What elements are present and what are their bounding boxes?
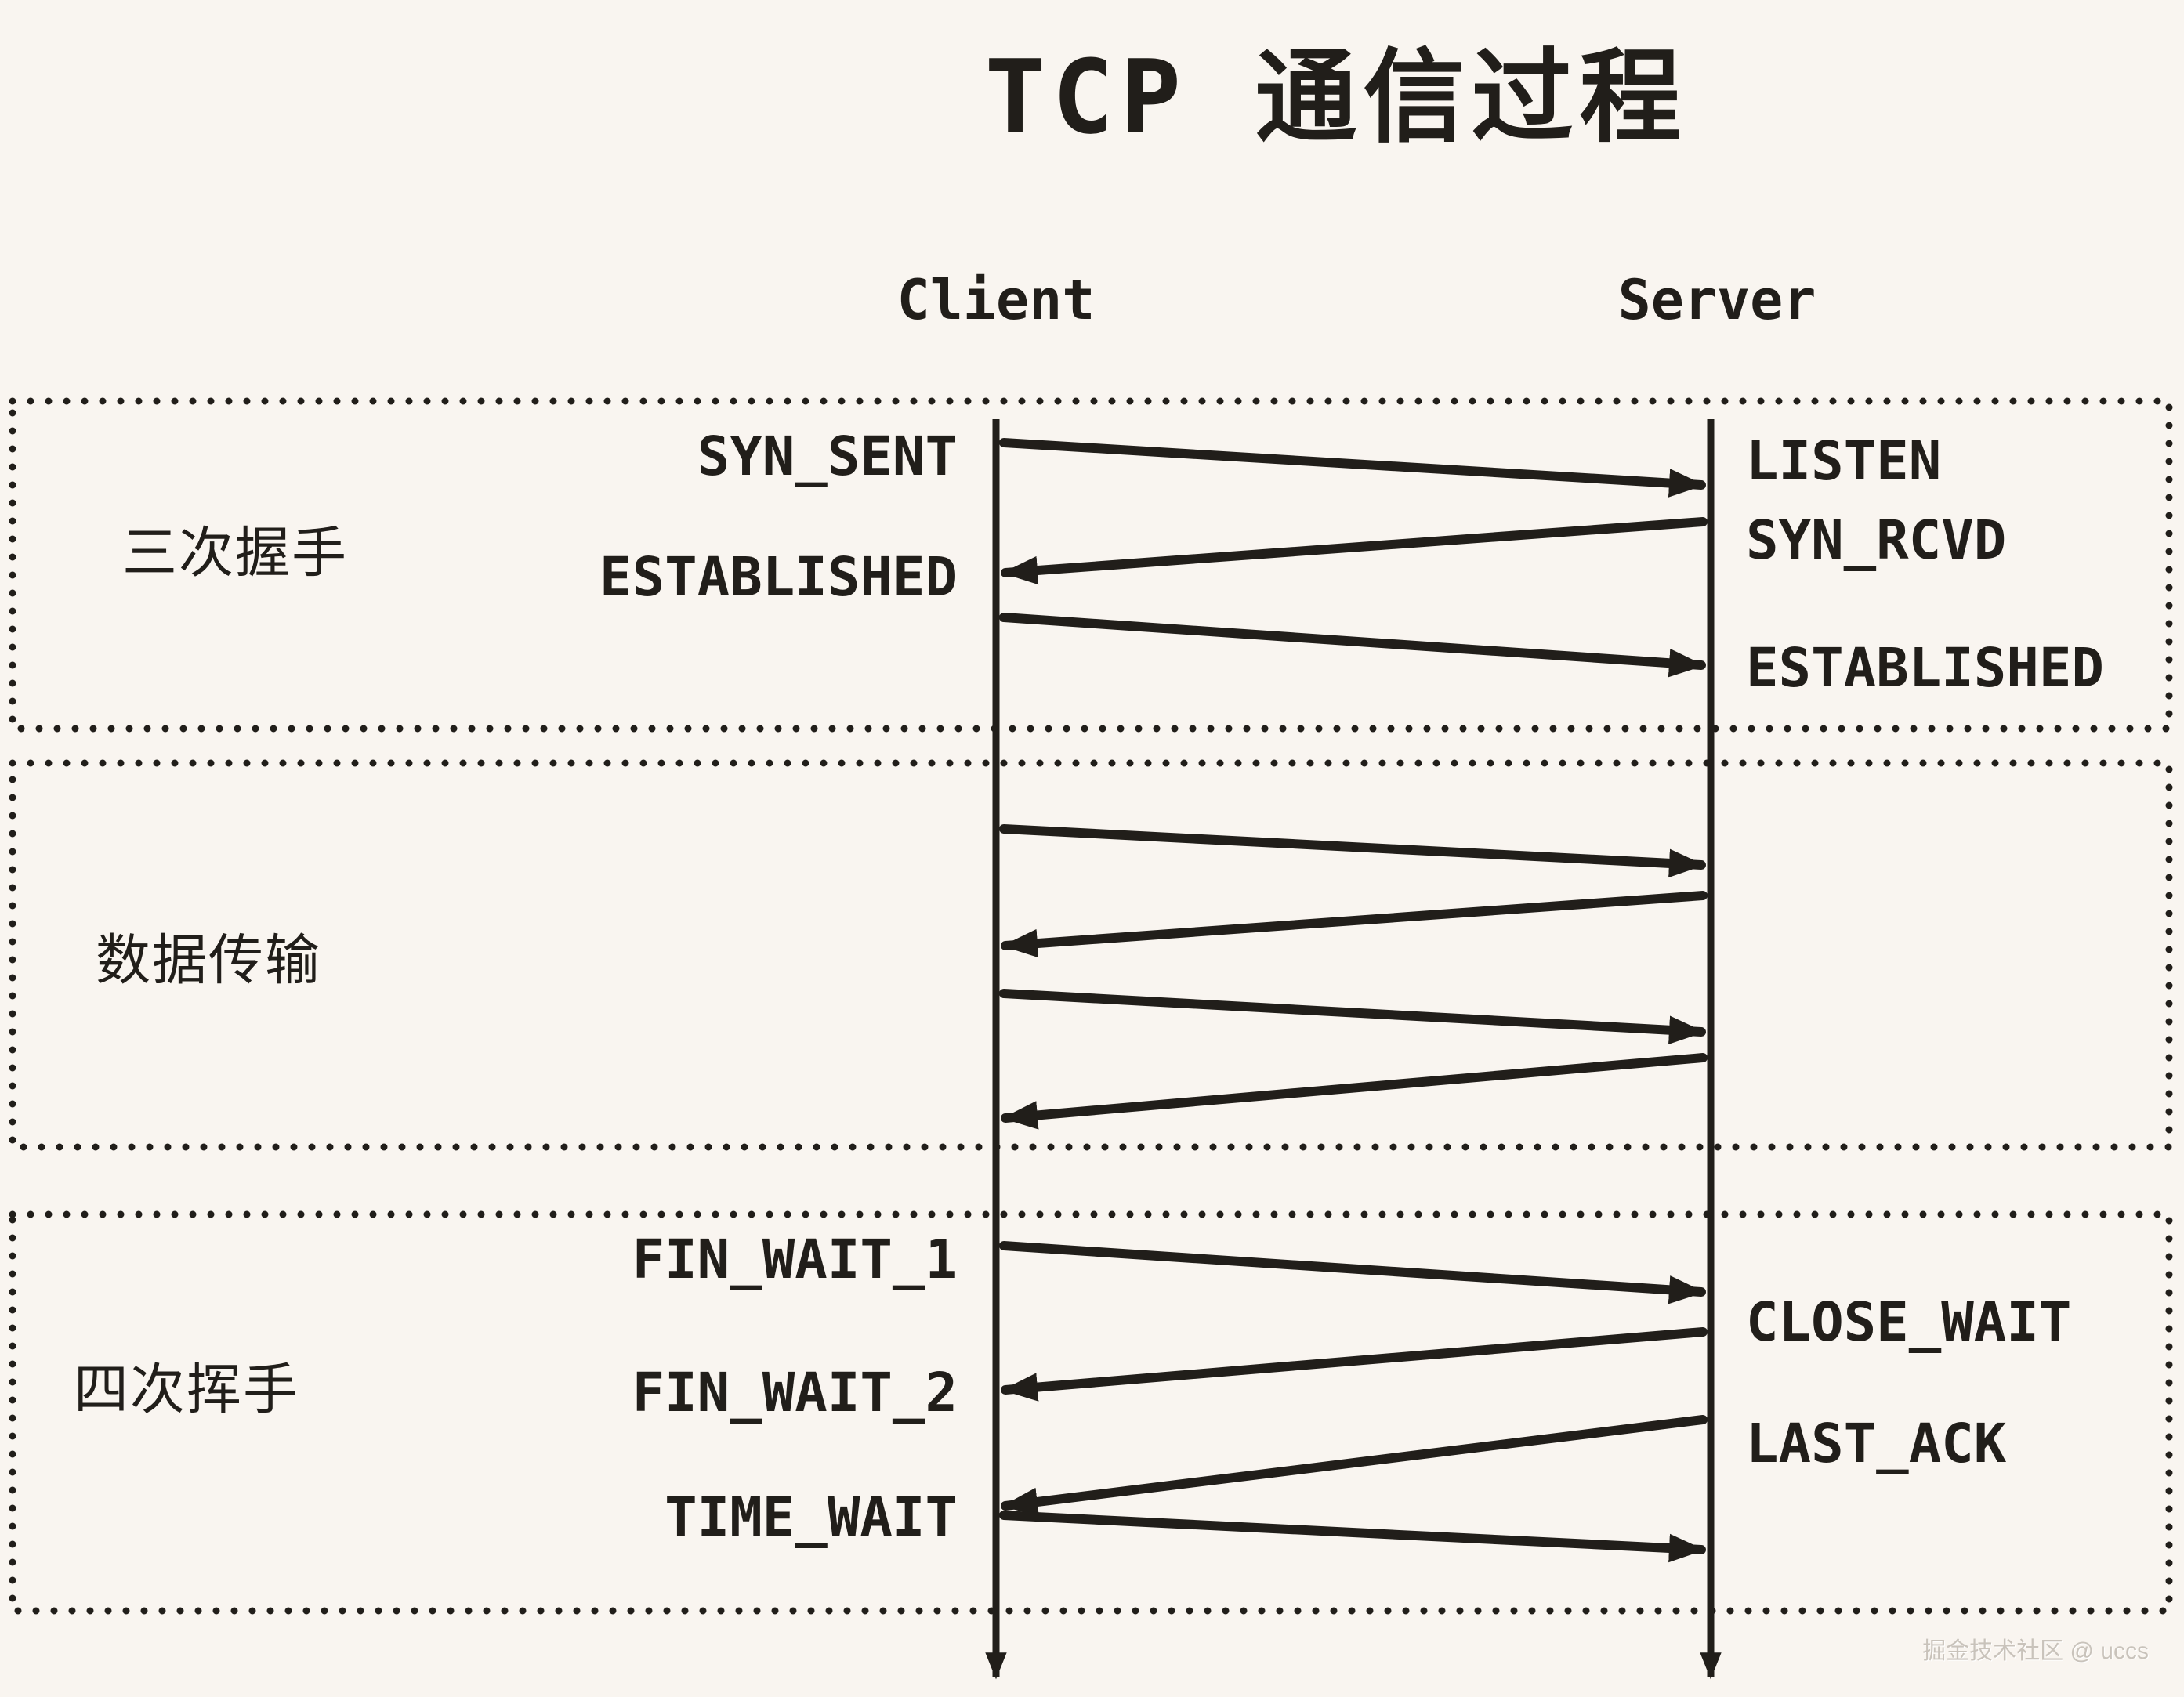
message-arrow-1-client-to-server — [999, 438, 1706, 498]
message-arrow-10-server-to-client — [1001, 1415, 1708, 1517]
message-arrow-6-client-to-server — [999, 989, 1706, 1044]
server-state-close-wait: CLOSE_WAIT — [1746, 1291, 2072, 1354]
client-column-header: Client — [896, 268, 1096, 332]
server-state-listen: LISTEN — [1746, 430, 1942, 493]
client-state-fin-wait-1: FIN_WAIT_1 — [632, 1228, 958, 1291]
lifelines-layer — [985, 419, 1722, 1680]
message-arrow-4-client-to-server — [999, 824, 1706, 878]
section-label-four-way-handshake: 四次挥手 — [74, 1359, 299, 1420]
message-arrow-2-server-to-client — [1001, 517, 1708, 585]
watermark: 掘金技术社区 @ uccs — [1922, 1638, 2149, 1664]
client-state-established: ESTABLISHED — [599, 546, 958, 609]
client-state-syn-sent: SYN_SENT — [697, 425, 958, 488]
section-boxes-layer — [9, 397, 2173, 1615]
client-state-fin-wait-2: FIN_WAIT_2 — [632, 1362, 958, 1424]
server-state-syn-rcvd: SYN_RCVD — [1746, 509, 2007, 572]
message-arrow-7-server-to-client — [1001, 1053, 1708, 1130]
server-state-established: ESTABLISHED — [1746, 637, 2104, 700]
section-label-three-way-handshake: 三次握手 — [122, 522, 348, 584]
message-arrow-8-client-to-server — [999, 1241, 1706, 1304]
message-arrow-3-client-to-server — [999, 613, 1706, 678]
message-arrow-5-server-to-client — [1001, 891, 1708, 958]
message-arrow-9-server-to-client — [1001, 1327, 1708, 1402]
message-arrows-layer — [999, 438, 1708, 1563]
page-title: TCP 通信过程 — [984, 38, 1688, 157]
section-box-data-transfer — [9, 759, 2173, 1151]
message-arrow-11-client-to-server — [999, 1511, 1706, 1563]
server-state-last-ack: LAST_ACK — [1746, 1413, 2007, 1475]
section-box-three-way-handshake — [9, 397, 2173, 733]
section-label-data-transfer: 数据传输 — [96, 929, 321, 991]
server-column-header: Server — [1617, 268, 1816, 332]
section-box-four-way-handshake — [9, 1210, 2173, 1615]
client-state-time-wait: TIME_WAIT — [665, 1486, 958, 1549]
